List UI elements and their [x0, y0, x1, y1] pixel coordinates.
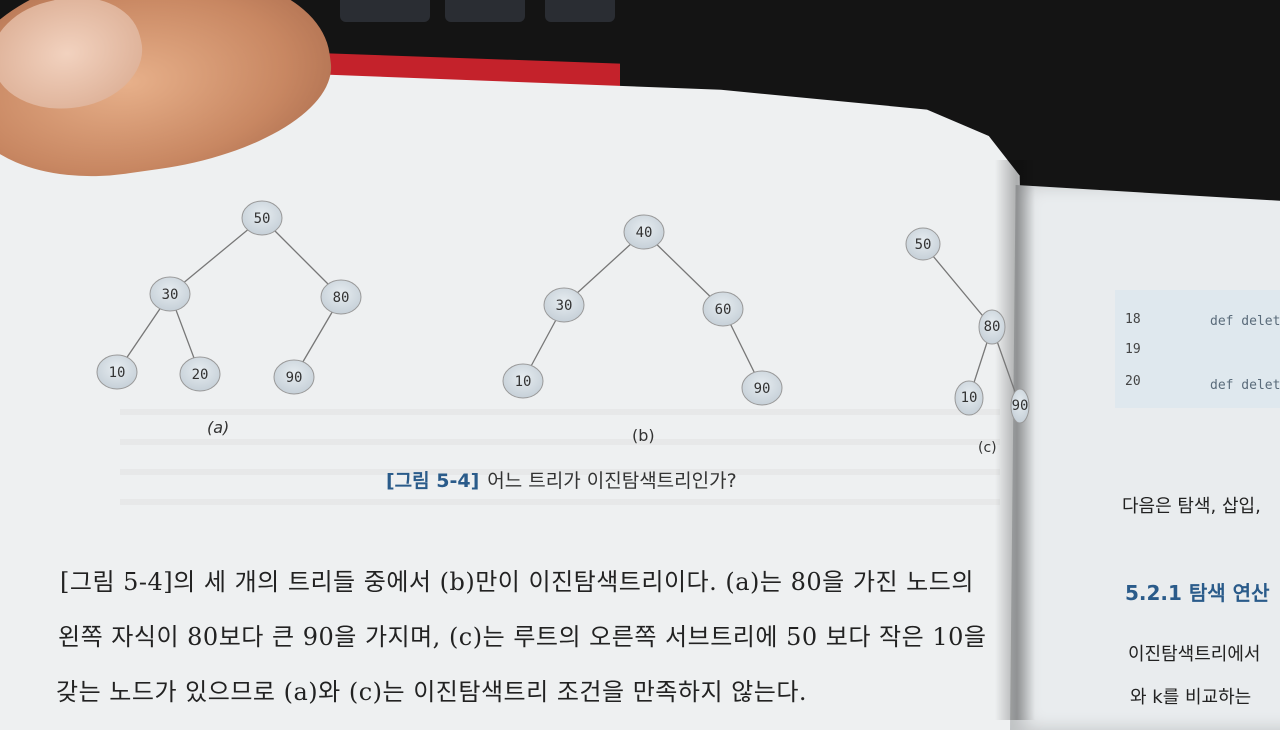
right-page	[1010, 185, 1280, 730]
svg-text:10: 10	[515, 374, 532, 390]
svg-text:90: 90	[754, 381, 771, 397]
svg-text:20: 20	[192, 367, 209, 383]
tree-a: 50 30 80 10 20 90	[96, 200, 362, 395]
left-page	[0, 70, 1030, 730]
show-through-text	[120, 395, 1000, 505]
line-number: 18	[1125, 312, 1141, 327]
svg-text:80: 80	[333, 290, 350, 306]
tree-node: 10	[502, 363, 544, 399]
tree-a-label: (a)	[207, 418, 230, 437]
paragraph-line: 갖는 노드가 있으므로 (a)와 (c)는 이진탐색트리 조건을 만족하지 않는…	[56, 678, 808, 706]
section-title: 5.2.1 탐색 연산	[1125, 581, 1270, 605]
svg-text:10: 10	[109, 365, 126, 381]
tree-node: 80	[978, 309, 1006, 345]
tree-c: 50 80 10 90	[905, 227, 1030, 424]
tree-node: 40	[623, 214, 665, 250]
tree-node: 90	[273, 359, 315, 395]
right-page-text: 와 k를 비교하는	[1130, 687, 1252, 708]
tree-node: 30	[149, 276, 191, 312]
code-listing: 18 def delete 19 20 def delet	[1115, 290, 1280, 408]
tree-c-label: (c)	[978, 440, 997, 456]
tree-node: 10	[954, 380, 984, 416]
code-text: def delet	[1210, 378, 1280, 393]
tree-node: 50	[905, 227, 941, 261]
line-number: 20	[1125, 374, 1141, 389]
svg-text:90: 90	[1012, 398, 1029, 414]
tree-node: 30	[543, 287, 585, 323]
svg-text:60: 60	[715, 302, 732, 318]
line-number: 19	[1125, 342, 1141, 357]
tree-node: 20	[179, 356, 221, 392]
svg-text:30: 30	[556, 298, 573, 314]
tree-node: 50	[241, 200, 283, 236]
svg-text:10: 10	[961, 390, 978, 406]
keyboard-key	[545, 0, 615, 22]
caption-tag: [그림 5-4]	[386, 470, 480, 492]
tree-b-label: (b)	[632, 426, 655, 445]
keyboard-key	[445, 0, 525, 22]
paragraph-line: 왼쪽 자식이 80보다 큰 90을 가지며, (c)는 루트의 오른쪽 서브트리…	[58, 623, 987, 651]
tree-b: 40 30 60 10 90	[502, 214, 783, 406]
right-page-text: 이진탐색트리에서	[1128, 644, 1261, 665]
tree-node: 80	[320, 279, 362, 315]
tree-node: 90	[741, 370, 783, 406]
svg-text:40: 40	[636, 225, 653, 241]
right-page-text: 다음은 탐색, 삽입,	[1122, 496, 1261, 517]
tree-node: 10	[96, 354, 138, 390]
paragraph-line: [그림 5-4]의 세 개의 트리들 중에서 (b)만이 이진탐색트리이다. (…	[60, 568, 974, 596]
caption-text: 어느 트리가 이진탐색트리인가?	[487, 470, 737, 492]
keyboard-key	[340, 0, 430, 22]
svg-text:50: 50	[254, 211, 271, 227]
book-spine-shadow	[995, 160, 1035, 720]
svg-text:50: 50	[915, 237, 932, 253]
svg-text:90: 90	[286, 370, 303, 386]
svg-text:30: 30	[162, 287, 179, 303]
figure-caption: [그림 5-4] 어느 트리가 이진탐색트리인가?	[386, 466, 737, 493]
svg-text:80: 80	[984, 319, 1001, 335]
code-text: def delete	[1210, 314, 1280, 329]
tree-node: 90	[1010, 388, 1030, 424]
fingernail	[0, 0, 154, 126]
tree-node: 60	[702, 291, 744, 327]
